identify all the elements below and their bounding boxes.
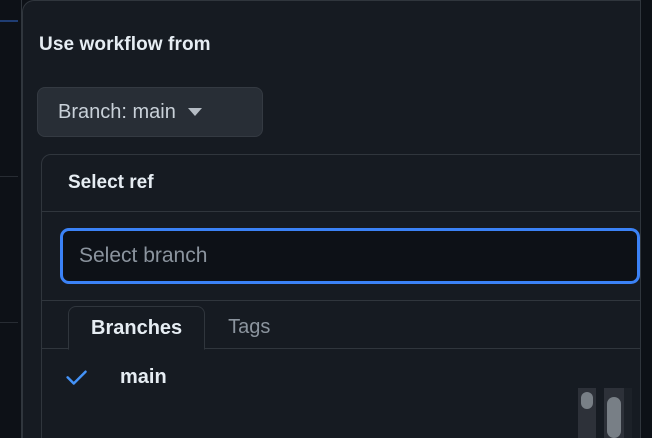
- branch-selector-button[interactable]: Branch: main: [37, 87, 263, 137]
- tab-branches-label: Branches: [91, 316, 183, 339]
- tab-tags[interactable]: Tags: [205, 305, 293, 349]
- page-scrollbar-gutter: [624, 388, 632, 438]
- ref-tablist: Branches Tags: [42, 301, 640, 350]
- branch-selector-label: Branch: main: [58, 100, 176, 123]
- check-icon: [64, 364, 94, 390]
- page-scrollbar-thumb[interactable]: [607, 397, 621, 438]
- select-ref-popover: Select ref Branches Tags main: [41, 154, 640, 438]
- ref-list-scrollbar-thumb[interactable]: [581, 392, 593, 409]
- page-title: Use workflow from: [39, 34, 211, 55]
- tab-branches[interactable]: Branches: [68, 306, 206, 350]
- background-divider: [0, 322, 18, 323]
- select-ref-header: Select ref: [42, 155, 640, 212]
- ref-list: main: [42, 349, 640, 399]
- background-left-strip: [0, 0, 22, 438]
- ref-filter-section: [42, 212, 640, 301]
- background-divider: [0, 176, 18, 177]
- search-input[interactable]: [60, 228, 640, 284]
- list-item-label: main: [120, 365, 167, 388]
- dialog-right-gutter: [640, 0, 652, 438]
- select-ref-title: Select ref: [68, 172, 154, 193]
- background-accent-line: [0, 20, 18, 22]
- chevron-down-icon: [187, 108, 202, 116]
- tab-tags-label: Tags: [228, 315, 271, 338]
- list-item[interactable]: main: [42, 355, 640, 399]
- run-workflow-dialog: Use workflow from Branch: main Select re…: [22, 0, 640, 438]
